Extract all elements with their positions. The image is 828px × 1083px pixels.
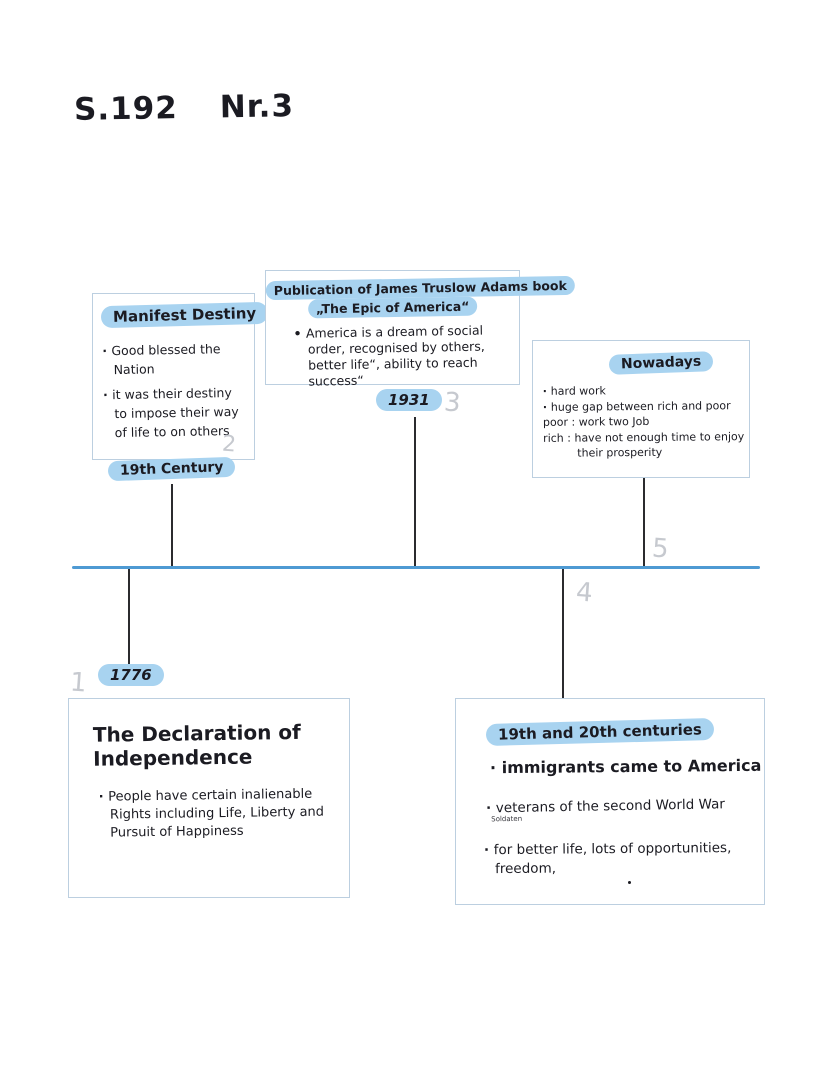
pencil-number-1: 1 bbox=[68, 667, 88, 699]
exercise-number: Nr.3 bbox=[219, 88, 295, 126]
bullet-item: for better life, lots of opportunities, … bbox=[484, 839, 757, 879]
note-line: poor : work two Job bbox=[542, 414, 650, 429]
note-box-nowadays: Nowadays hard work huge gap between rich… bbox=[532, 340, 750, 478]
ink-dot bbox=[628, 881, 631, 884]
highlighted-title: Nowadays bbox=[608, 351, 714, 375]
connector-19th-century bbox=[171, 484, 173, 567]
bullet-item: America is a dream of social order, reco… bbox=[293, 322, 513, 390]
connector-nowadays bbox=[643, 478, 645, 567]
bullet-item: huge gap between rich and poor bbox=[543, 398, 745, 415]
connector-1931 bbox=[414, 417, 416, 567]
note-box-manifest-destiny: Manifest Destiny Good blessed the Nation… bbox=[92, 293, 269, 460]
note-box-centuries: 19th and 20th centuries immigrants came … bbox=[455, 698, 765, 905]
highlighted-title: Manifest Destiny bbox=[100, 301, 269, 329]
title-line-2: „The Epic of America“ bbox=[307, 296, 478, 319]
tiny-annotation-soldaten: Soldaten bbox=[491, 814, 523, 824]
note-title: The Declaration of Independence bbox=[92, 719, 301, 771]
pencil-number-5: 5 bbox=[650, 533, 670, 565]
pencil-number-2: 2 bbox=[221, 431, 237, 458]
bullet-item: Good blessed the Nation bbox=[102, 339, 248, 380]
timeline-label-1776: 1776 bbox=[98, 664, 164, 686]
connector-centuries bbox=[562, 569, 564, 698]
highlighted-title: 19th and 20th centuries bbox=[485, 718, 715, 746]
timeline-axis bbox=[72, 566, 760, 569]
highlighted-title: Publication of James Truslow Adams book … bbox=[265, 275, 576, 319]
pencil-number-4: 4 bbox=[574, 577, 594, 609]
note-body: hard work huge gap between rich and poor… bbox=[543, 382, 746, 461]
note-body: Good blessed the Nation it was their des… bbox=[102, 339, 249, 443]
page-number: S.192 bbox=[73, 90, 179, 128]
bullet-item: hard work bbox=[543, 382, 745, 399]
note-line: rich : have not enough time to enjoy the… bbox=[543, 429, 745, 460]
pencil-number-3: 3 bbox=[442, 387, 462, 419]
bullet-item: People have certain inalienable Rights i… bbox=[99, 785, 351, 842]
page-title: S.192 Nr.3 bbox=[74, 88, 295, 128]
timeline-label-1931: 1931 bbox=[376, 389, 442, 411]
bullet-item: immigrants came to America bbox=[490, 756, 764, 777]
bullet-text: veterans of the second World War bbox=[495, 796, 726, 817]
note-box-declaration: The Declaration of Independence People h… bbox=[68, 698, 350, 898]
bullet-item: veterans of the second World War Soldate… bbox=[486, 796, 764, 823]
connector-1776 bbox=[128, 569, 130, 665]
note-box-adams-book: Publication of James Truslow Adams book … bbox=[265, 270, 576, 389]
timeline-label-19th-century: 19th Century bbox=[107, 456, 236, 482]
